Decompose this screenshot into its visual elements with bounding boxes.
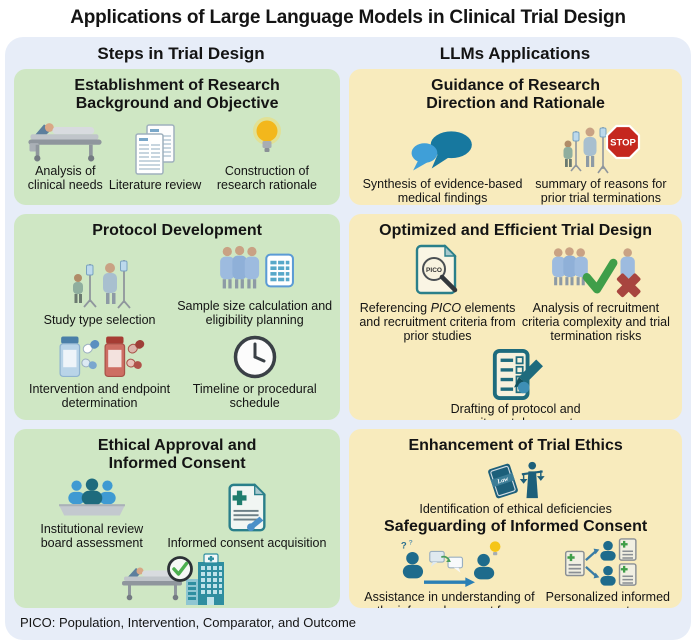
box-guidance-research: Guidance of Research Direction and Ratio… [349, 69, 682, 205]
item-literature-review: Literature review [109, 124, 201, 192]
item-sample-size: Sample size calculation and eligibility … [177, 243, 332, 327]
lightbulb-icon [252, 116, 281, 152]
clipboard-pen-icon [492, 349, 543, 401]
svg-text:?: ? [409, 539, 413, 546]
item-pico-referencing: PICO Referencing PICO elements and recru… [357, 243, 518, 343]
item-caption: Assistance in understanding of the infor… [364, 589, 535, 608]
item-timeline-schedule: Timeline or procedural schedule [177, 334, 332, 410]
left-column-header: Steps in Trial Design [97, 44, 265, 63]
item-intervention-endpoint: Intervention and endpoint determination [22, 334, 177, 410]
item-evidence-synthesis: Synthesis of evidence-based medical find… [357, 129, 528, 205]
item-safety-review: Safety and feasibility review [100, 553, 254, 608]
box-heading: Establishment of Research Background and… [74, 77, 280, 112]
item-caption: Institutional review board assessment [40, 521, 144, 550]
recruitment-check-x-icon [551, 247, 641, 297]
item-research-rationale: Construction of research rationale [202, 116, 332, 192]
personalized-consent-icon [564, 537, 637, 586]
box-research-background: Establishment of Research Background and… [14, 69, 341, 205]
item-caption: Synthesis of evidence-based medical find… [362, 176, 523, 205]
box-heading: Guidance of Research Direction and Ratio… [426, 77, 605, 112]
item-caption: Analysis of clinical needs [27, 163, 103, 192]
review-board-icon [58, 478, 125, 516]
patient-group-spreadsheet-icon [219, 245, 294, 289]
box-ethical-approval: Ethical Approval and Informed Consent In… [14, 429, 341, 608]
item-recruitment-analysis: Analysis of recruitment criteria complex… [518, 245, 674, 343]
hospital-bed-icon [28, 122, 102, 162]
box-heading: Enhancement of Trial Ethics [408, 437, 623, 454]
iv-patients-icon [72, 260, 131, 309]
item-caption: Timeline or procedural schedule [192, 382, 317, 411]
law-book-label: Law [495, 475, 509, 486]
box-heading: Ethical Approval and Informed Consent [97, 437, 257, 472]
clock-icon [233, 335, 276, 379]
column-headers: Steps in Trial Design LLMs Applications [14, 42, 682, 69]
item-caption: Referencing PICO elements and recruitmen… [359, 300, 516, 344]
safety-review-icon [122, 553, 225, 606]
figure-panel: Steps in Trial Design LLMs Applications … [5, 37, 691, 640]
box-protocol-development: Protocol Development [14, 214, 341, 420]
item-consent-acquisition: Informed consent acquisition [167, 482, 326, 550]
pico-footnote: PICO: Population, Intervention, Comparat… [20, 615, 357, 630]
speech-bubbles-icon [411, 131, 472, 171]
law-ethics-icon: Law [487, 461, 545, 499]
item-personalized-consent: Personalized informed consent [542, 537, 674, 608]
item-caption: Analysis of recruitment criteria complex… [521, 300, 670, 344]
medication-bottles-icon [59, 336, 144, 378]
item-caption: Intervention and endpoint determination [29, 382, 171, 411]
item-ethical-deficiencies: Law Identification of ethical defic [419, 458, 612, 516]
sub-heading: Safeguarding of Informed Consent [384, 518, 648, 536]
item-caption: Literature review [108, 177, 202, 192]
consent-explanation-icon: ? ? [401, 539, 501, 587]
right-column-header: LLMs Applications [439, 44, 591, 63]
item-irb-assessment: Institutional review board assessment [28, 476, 156, 550]
item-caption: Identification of ethical deficiencies [419, 501, 612, 516]
item-caption: Informed consent acquisition [167, 535, 327, 550]
boxes-grid: Establishment of Research Background and… [14, 69, 682, 608]
item-caption: Drafting of protocol and recruitment doc… [450, 402, 581, 420]
consent-document-icon [228, 483, 266, 532]
pico-magnifier-icon: PICO [415, 244, 457, 295]
item-caption: Personalized informed consent [545, 589, 670, 608]
stop-sign-label: STOP [610, 137, 636, 148]
item-drafting-documents: Drafting of protocol and recruitment doc… [436, 348, 596, 420]
item-termination-reasons: STOP summary of reasons for prior trial … [528, 121, 674, 205]
pico-label: PICO [426, 267, 442, 274]
item-consent-understanding: ? ? [357, 538, 541, 608]
box-optimized-design: Optimized and Efficient Trial Design PIC… [349, 214, 682, 420]
item-caption: Study type selection [43, 313, 156, 328]
box-trial-ethics: Enhancement of Trial Ethics Law [349, 429, 682, 608]
svg-text:?: ? [401, 540, 407, 551]
item-caption: summary of reasons for prior trial termi… [535, 176, 667, 205]
figure-title: Applications of Large Language Models in… [70, 7, 626, 28]
item-clinical-needs: Analysis of clinical needs [22, 116, 108, 192]
item-caption: Sample size calculation and eligibility … [177, 298, 333, 328]
item-caption: Construction of research rationale [216, 163, 317, 192]
item-study-type: Study type selection [22, 243, 177, 327]
documents-icon [135, 124, 175, 175]
box-heading: Protocol Development [92, 222, 263, 239]
trial-stop-icon: STOP [563, 124, 640, 174]
box-heading: Optimized and Efficient Trial Design [379, 222, 653, 239]
